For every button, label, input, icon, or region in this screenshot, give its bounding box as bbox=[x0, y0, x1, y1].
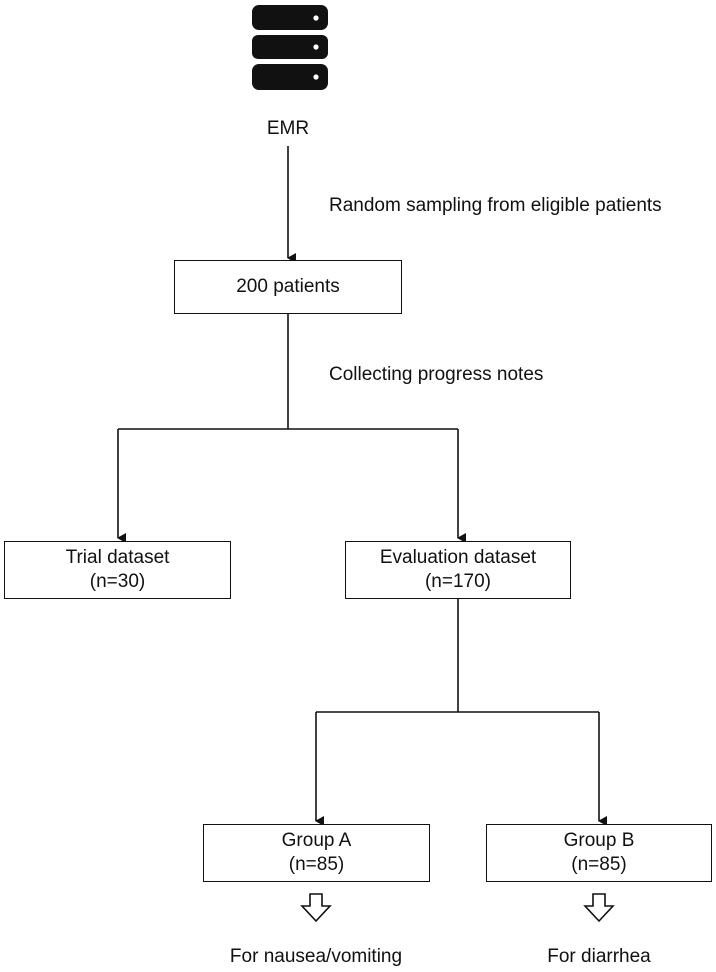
group-b-box: Group B (n=85) bbox=[486, 824, 712, 882]
evaluation-dataset-box: Evaluation dataset (n=170) bbox=[345, 541, 571, 599]
group-b-count: (n=85) bbox=[571, 854, 627, 875]
group-b-title: Group B bbox=[563, 830, 635, 851]
group-a-box: Group A (n=85) bbox=[203, 824, 430, 882]
patients-box-label: 200 patients bbox=[236, 276, 340, 297]
group-a-count: (n=85) bbox=[288, 854, 345, 875]
trial-dataset-box: Trial dataset (n=30) bbox=[4, 541, 231, 599]
hollow-down-arrow-icon bbox=[300, 893, 332, 923]
evaluation-dataset-title: Evaluation dataset bbox=[379, 547, 537, 568]
database-icon bbox=[252, 5, 328, 90]
sampling-step-label: Random sampling from eligible patients bbox=[329, 195, 662, 216]
group-a-purpose: For nausea/vomiting bbox=[229, 946, 403, 967]
group-b-purpose: For diarrhea bbox=[547, 946, 651, 967]
group-a-title: Group A bbox=[281, 830, 352, 851]
evaluation-dataset-count: (n=170) bbox=[424, 571, 492, 592]
collect-step-label: Collecting progress notes bbox=[329, 364, 544, 385]
trial-dataset-title: Trial dataset bbox=[65, 547, 170, 568]
trial-dataset-count: (n=30) bbox=[89, 571, 146, 592]
hollow-down-arrow-icon bbox=[583, 893, 615, 923]
patients-box: 200 patients bbox=[174, 260, 402, 314]
source-label: EMR bbox=[266, 118, 310, 139]
